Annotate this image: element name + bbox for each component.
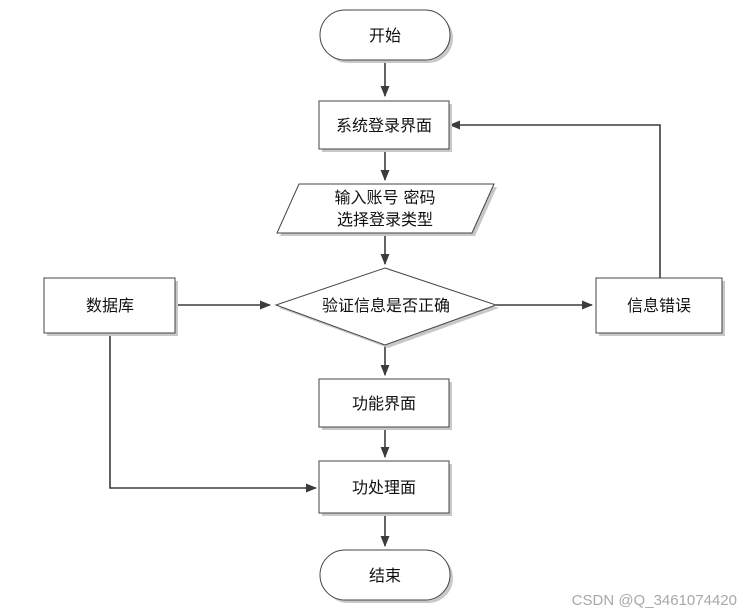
node-end-label: 结束 bbox=[369, 566, 401, 585]
node-login-ui: 系统登录界面 bbox=[318, 100, 452, 152]
node-process-ui-label: 功处理面 bbox=[352, 478, 416, 497]
node-login-ui-label: 系统登录界面 bbox=[336, 116, 432, 135]
watermark-text: CSDN @Q_3461074420 bbox=[571, 592, 737, 609]
edge-error-to-login bbox=[448, 120, 661, 278]
node-end: 结束 bbox=[319, 549, 453, 603]
node-input-line1: 输入账号 密码 bbox=[334, 188, 435, 207]
node-start-label: 开始 bbox=[369, 26, 401, 45]
node-database-label: 数据库 bbox=[86, 296, 134, 315]
edge-database-to-process bbox=[109, 333, 318, 493]
node-function-ui: 功能界面 bbox=[318, 378, 452, 430]
node-input: 输入账号 密码 选择登录类型 bbox=[276, 183, 497, 236]
node-info-error: 信息错误 bbox=[595, 277, 725, 336]
node-info-error-label: 信息错误 bbox=[627, 296, 691, 315]
node-verify: 验证信息是否正确 bbox=[274, 267, 499, 348]
node-process-ui: 功处理面 bbox=[318, 460, 452, 516]
edges bbox=[109, 60, 661, 548]
node-input-line2: 选择登录类型 bbox=[337, 210, 433, 229]
node-function-ui-label: 功能界面 bbox=[352, 394, 416, 413]
node-database: 数据库 bbox=[43, 277, 178, 336]
node-start: 开始 bbox=[319, 9, 453, 63]
node-verify-label: 验证信息是否正确 bbox=[322, 296, 450, 315]
